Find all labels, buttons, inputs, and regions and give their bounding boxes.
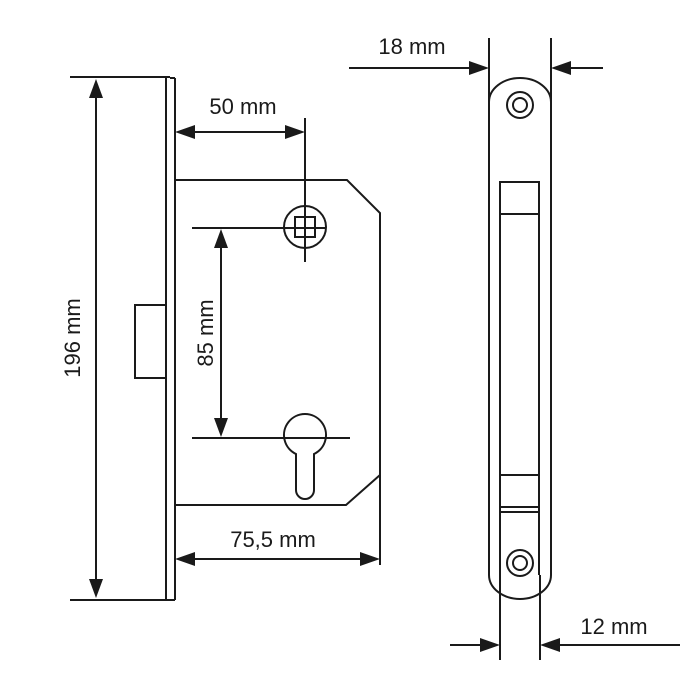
dim-85-label: 85 mm — [193, 299, 218, 366]
dim-18-label: 18 mm — [378, 34, 445, 59]
top-screw — [506, 91, 534, 119]
side-view: 18 mm 12 mm — [349, 34, 680, 660]
dim-85: 85 mm — [193, 229, 228, 437]
dim-75-5-label: 75,5 mm — [230, 527, 316, 552]
dim-12: 12 mm — [450, 614, 680, 652]
dim-50-label: 50 mm — [209, 94, 276, 119]
cylinder-keyhole — [192, 413, 350, 500]
bolt-slot — [499, 181, 540, 575]
dim-196-label: 196 mm — [60, 298, 85, 377]
dim-12-label: 12 mm — [580, 614, 647, 639]
dim-18: 18 mm — [349, 34, 603, 75]
faceplate — [70, 76, 176, 601]
lock-body — [175, 179, 381, 565]
latch-bolt — [134, 304, 167, 379]
side-faceplate — [488, 77, 552, 600]
dim-196: 196 mm — [60, 79, 103, 598]
dim-75-5: 75,5 mm — [175, 527, 380, 566]
dim-50: 50 mm — [175, 94, 305, 139]
bottom-screw — [506, 549, 534, 577]
spindle-hole — [192, 118, 327, 262]
front-view: 196 mm 50 mm 85 mm 75,5 mm — [60, 76, 381, 601]
